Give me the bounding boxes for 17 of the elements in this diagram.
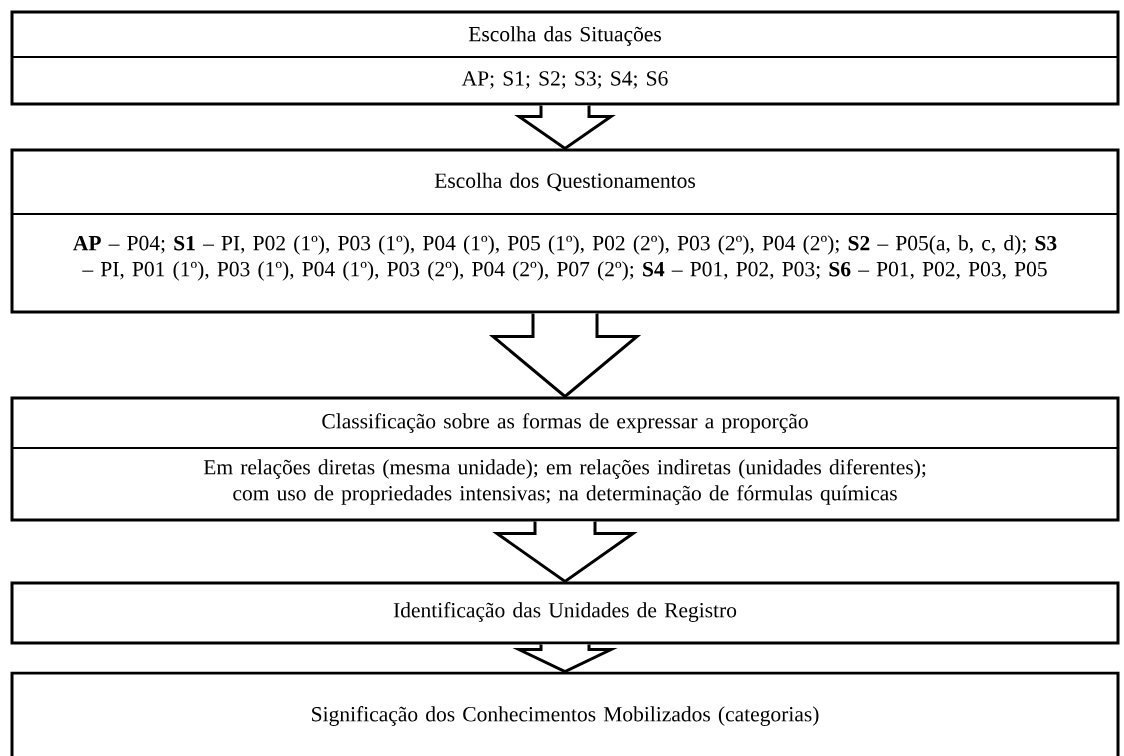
body-text: AP; S1; S2; S3; S4; S6 (461, 71, 668, 89)
block-arrow (492, 520, 638, 584)
block-arrow (488, 312, 642, 399)
heading-text: Escolha dos Questionamentos (434, 172, 695, 192)
block-arrow (514, 104, 616, 151)
stage-box (10, 581, 1120, 645)
stage-box (10, 10, 1120, 106)
heading-text: Significação dos Conhecimentos Mobilizados (categorias) (312, 706, 819, 726)
heading-text: Classificação sobre as formas de expressar a proporção (322, 413, 808, 433)
heading-text: Identificação das Unidades de Registro (393, 602, 737, 622)
stage-box (10, 671, 1120, 756)
body-text: AP – P04; S1 – PI, P02 (1º), P03 (1º), P04 (1º), P05 (1º), P02 (2º), P03 (2º), P04 (2º); S2 – P05(a, b, c, d); S3 – PI, P01 (1º), P03 (1º), P04 (1º), P03 (2º), P04 (2º), P07 (2º); S4 – P01, P02, P03; S6 – P01, P02, P03, P05 (73, 235, 1057, 281)
block-arrow (512, 643, 618, 674)
heading-text: Escolha das Situações (468, 26, 661, 46)
body-text: Em relações diretas (mesma unidade); em relações indiretas (unidades diferentes); com uso de propriedades intensivas; na determinação de fórmulas químicas (203, 459, 926, 505)
stage-box (10, 396, 1120, 522)
stage-box (10, 148, 1120, 314)
